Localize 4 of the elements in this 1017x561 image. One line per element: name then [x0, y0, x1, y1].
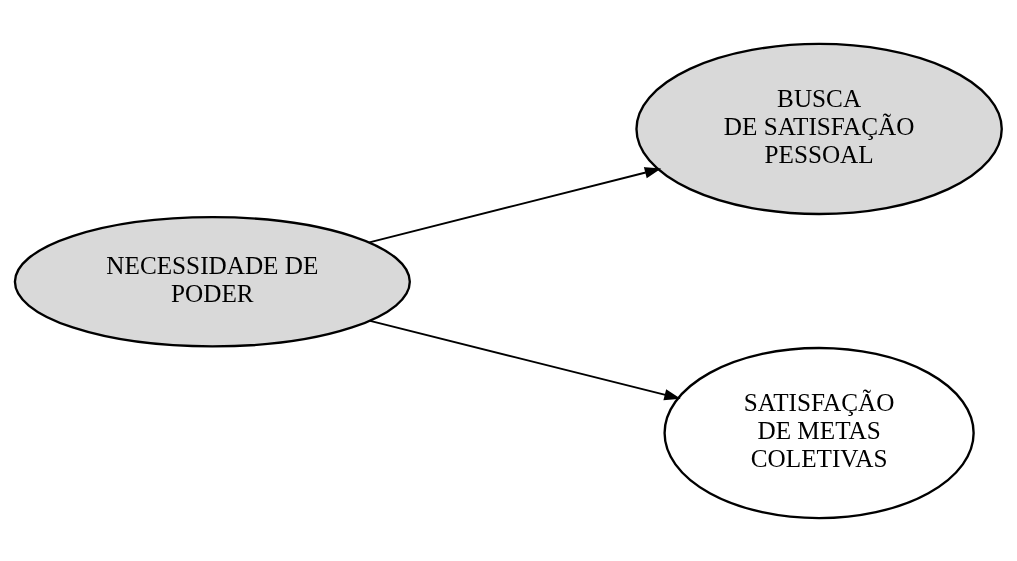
node-ellipse: BUSCA DE SATISFAÇÃO PESSOAL [635, 42, 1003, 215]
node-ellipse: NECESSIDADE DE PODER [13, 215, 411, 348]
arrow [369, 319, 681, 400]
arrow [368, 166, 662, 243]
